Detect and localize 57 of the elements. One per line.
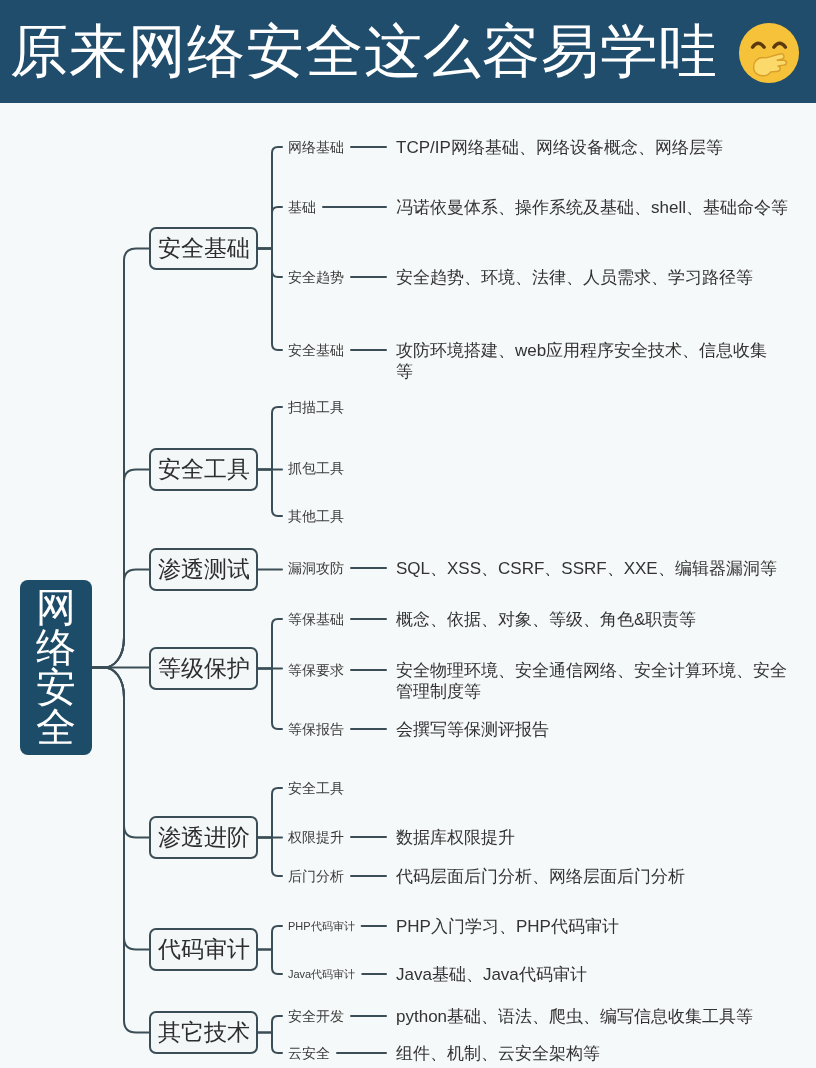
description-text: Java基础、Java代码审计 — [386, 963, 587, 985]
dash-line — [350, 276, 387, 278]
topic-label: 等保要求 — [282, 661, 351, 679]
topic-box: 其它技术 — [149, 1011, 258, 1054]
topic-label: PHP代码审计 — [282, 917, 362, 935]
description-text: SQL、XSS、CSRF、SSRF、XXE、编辑器漏洞等 — [386, 557, 777, 579]
topic-box: 安全基础 — [149, 227, 258, 270]
dash-line — [361, 973, 387, 975]
branch-line — [257, 568, 283, 571]
topic-label: 等保报告 — [282, 720, 351, 738]
root-box: 网络安全 — [20, 580, 92, 755]
description-text: 会撰写等保测评报告 — [386, 718, 549, 740]
description-text: 冯诺依曼体系、操作系统及基础、shell、基础命令等 — [386, 196, 788, 218]
topic-label: 后门分析 — [282, 867, 351, 885]
topic-label: 云安全 — [282, 1044, 337, 1062]
description-text: 数据库权限提升 — [386, 826, 515, 848]
title-text: 原来网络安全这么容易学哇 — [10, 17, 718, 85]
description-text: 组件、机制、云安全架构等 — [386, 1042, 600, 1064]
topic-box: 渗透测试 — [149, 548, 258, 591]
topic-box: 安全工具 — [149, 448, 258, 491]
dash-line — [350, 349, 387, 351]
topic-label: 安全趋势 — [282, 268, 351, 286]
topic-label: 其他工具 — [282, 507, 351, 525]
topic-label: 网络基础 — [282, 138, 351, 156]
topic-label: 基础 — [282, 198, 323, 216]
dash-line — [350, 728, 387, 730]
description-text: 代码层面后门分析、网络层面后门分析 — [386, 865, 685, 887]
topic-label: 抓包工具 — [282, 459, 351, 477]
topic-box: 代码审计 — [149, 928, 258, 971]
dash-line — [360, 925, 387, 927]
branch-line — [257, 1031, 283, 1054]
description-text: 安全物理环境、安全通信网络、安全计算环境、安全管理制度等 — [386, 659, 800, 702]
dash-line — [350, 618, 387, 620]
topic-label: 安全工具 — [282, 779, 351, 797]
topic-box: 渗透进阶 — [149, 816, 258, 859]
description-text: python基础、语法、爬虫、编写信息收集工具等 — [386, 1005, 754, 1027]
topic-label: 安全开发 — [282, 1007, 351, 1025]
topic-label: 漏洞攻防 — [282, 559, 351, 577]
topic-label: Java代码审计 — [282, 965, 363, 983]
dash-line — [350, 567, 387, 569]
dash-line — [350, 146, 387, 148]
dash-line — [336, 1052, 387, 1054]
dash-line — [322, 206, 387, 208]
dash-line — [350, 875, 387, 877]
description-text: PHP入门学习、PHP代码审计 — [386, 915, 619, 937]
description-text: 攻防环境搭建、web应用程序安全技术、信息收集等 — [386, 339, 778, 382]
description-text: TCP/IP网络基础、网络设备概念、网络层等 — [386, 136, 723, 158]
dash-line — [350, 669, 387, 671]
topic-label: 扫描工具 — [282, 398, 351, 416]
topic-label: 等保基础 — [282, 610, 351, 628]
description-text: 概念、依据、对象、等级、角色&职责等 — [386, 608, 697, 630]
topic-box: 等级保护 — [149, 647, 258, 690]
topic-label: 权限提升 — [282, 828, 351, 846]
dash-line — [350, 836, 387, 838]
description-text: 安全趋势、环境、法律、人员需求、学习路径等 — [386, 266, 753, 288]
dash-line — [350, 1015, 387, 1017]
topic-label: 安全基础 — [282, 341, 351, 359]
